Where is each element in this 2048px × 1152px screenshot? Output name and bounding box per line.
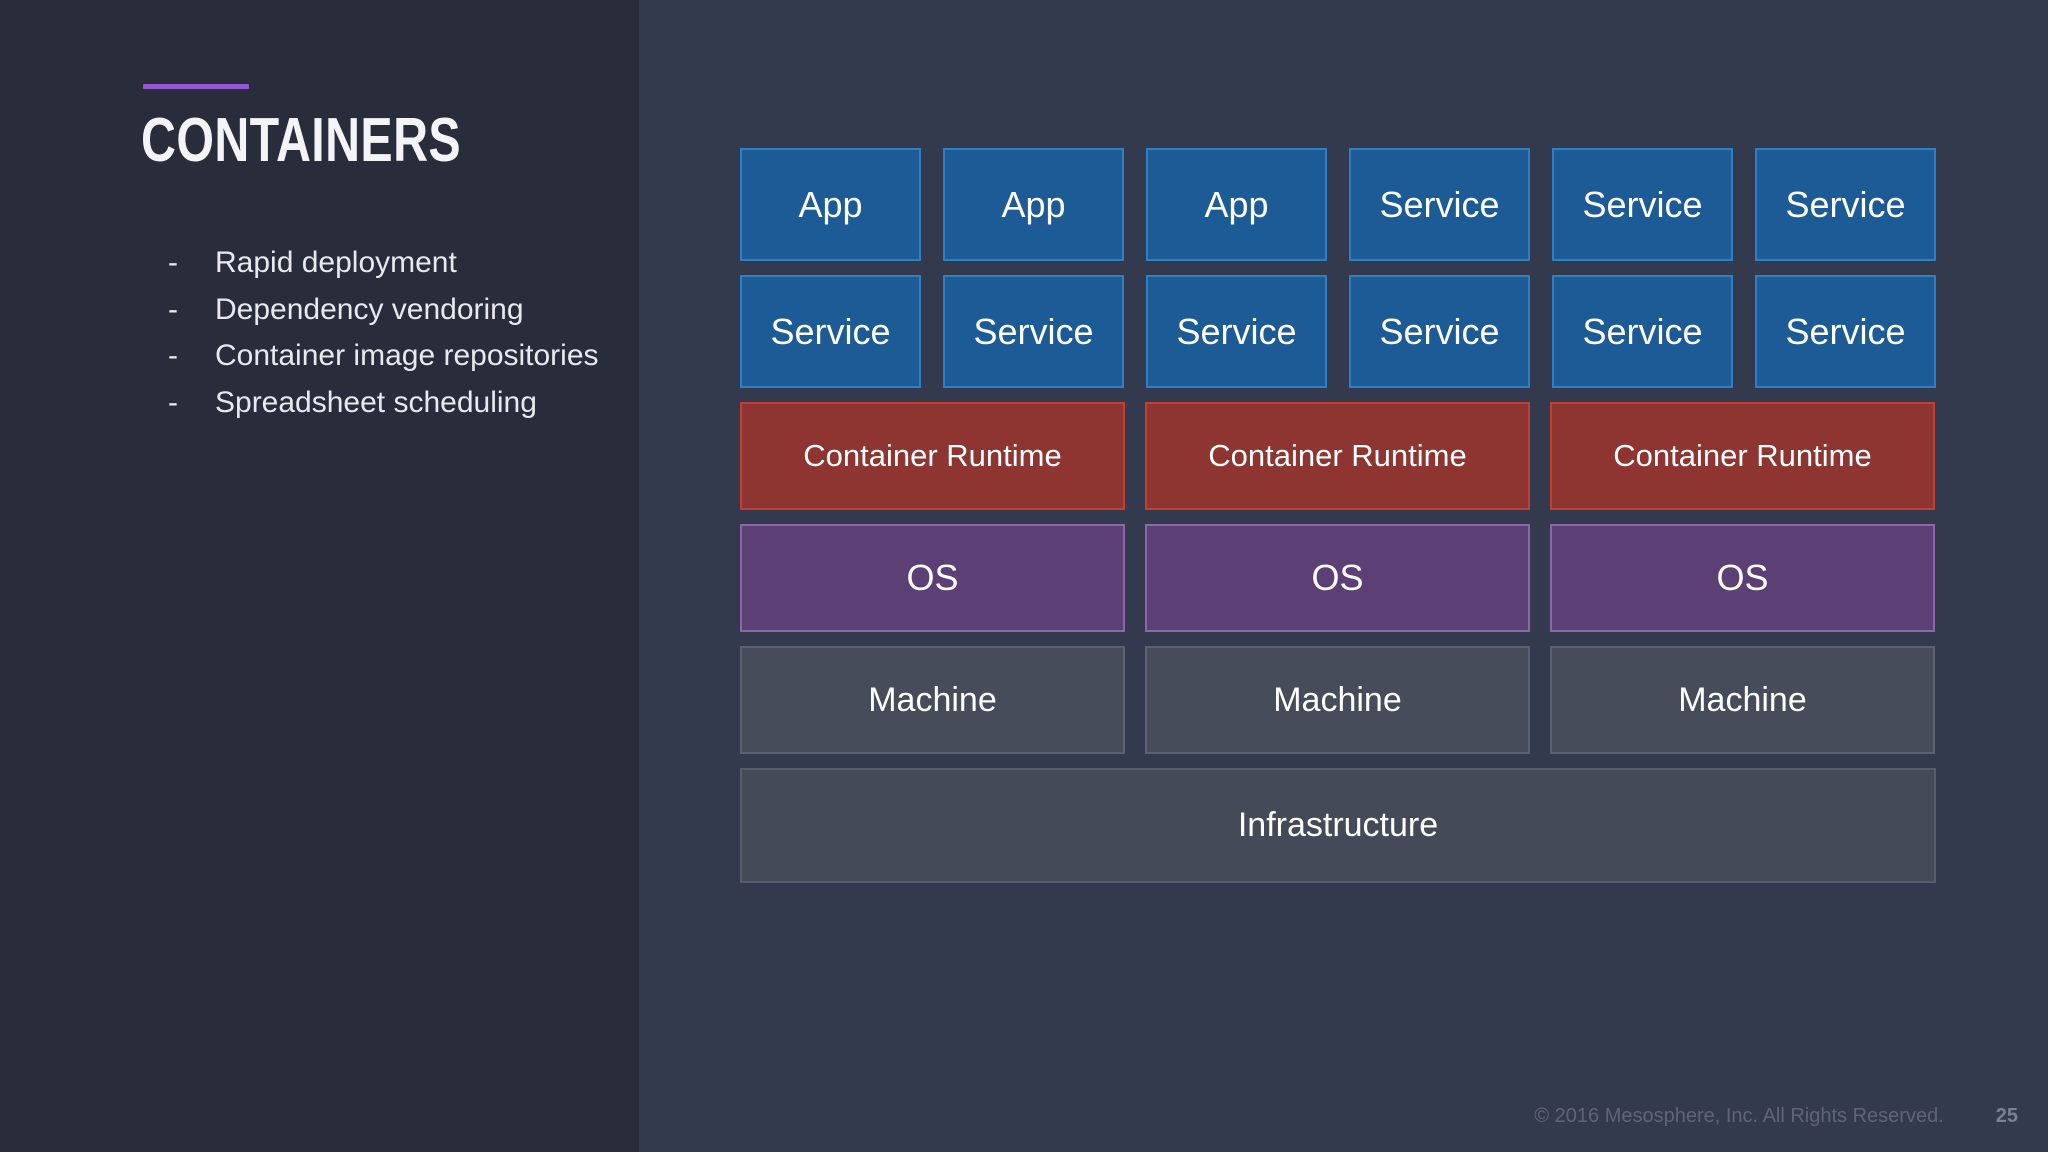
list-item: - Container image repositories <box>168 333 608 380</box>
stack-cell-machine: Machine <box>1550 646 1935 754</box>
stack-cell-service: Service <box>1755 275 1936 388</box>
bullet-text: Container image repositories <box>215 339 599 372</box>
stack-cell-service: Service <box>1146 275 1327 388</box>
infrastructure-row: Infrastructure <box>740 768 1936 883</box>
machine-row: Machine Machine Machine <box>740 646 1936 754</box>
container-runtime-row: Container Runtime Container Runtime Cont… <box>740 402 1936 510</box>
copyright-text: © 2016 Mesosphere, Inc. All Rights Reser… <box>1534 1105 1944 1127</box>
left-panel: CONTAINERS - Rapid deployment - Dependen… <box>0 0 639 1152</box>
page-title: CONTAINERS <box>141 106 462 175</box>
stack-cell-container-runtime: Container Runtime <box>1145 402 1530 510</box>
stack-cell-app: App <box>740 148 921 261</box>
bullet-marker: - <box>168 339 178 372</box>
stack-cell-service: Service <box>1552 275 1733 388</box>
stack-cell-service: Service <box>1552 148 1733 261</box>
list-item: - Rapid deployment <box>168 240 608 287</box>
services-row-2: Service Service Service Service Service … <box>740 275 1936 388</box>
stack-cell-machine: Machine <box>740 646 1125 754</box>
stack-cell-service: Service <box>1755 148 1936 261</box>
list-item: - Spreadsheet scheduling <box>168 380 608 427</box>
bullet-text: Dependency vendoring <box>215 292 524 326</box>
bullet-marker: - <box>168 385 178 419</box>
bullet-text: Rapid deployment <box>215 246 457 279</box>
stack-cell-container-runtime: Container Runtime <box>740 402 1125 510</box>
bullet-text: Spreadsheet scheduling <box>215 385 537 419</box>
bullet-list: - Rapid deployment - Dependency vendorin… <box>168 240 608 426</box>
list-item: - Dependency vendoring <box>168 287 608 334</box>
stack-cell-infrastructure: Infrastructure <box>740 768 1936 883</box>
container-stack-diagram: App App App Service Service Service Serv… <box>740 148 1936 883</box>
stack-cell-os: OS <box>1550 524 1935 632</box>
stack-cell-container-runtime: Container Runtime <box>1550 402 1935 510</box>
stack-cell-os: OS <box>740 524 1125 632</box>
bullet-marker: - <box>168 246 178 279</box>
footer: © 2016 Mesosphere, Inc. All Rights Reser… <box>1534 1105 2018 1128</box>
stack-cell-app: App <box>943 148 1124 261</box>
stack-cell-service: Service <box>943 275 1124 388</box>
bullet-marker: - <box>168 292 178 326</box>
apps-services-row-1: App App App Service Service Service <box>740 148 1936 261</box>
accent-rule <box>143 84 249 89</box>
stack-cell-app: App <box>1146 148 1327 261</box>
diagram-panel: App App App Service Service Service Serv… <box>639 0 2048 1152</box>
slide-number: 25 <box>1995 1105 2018 1127</box>
stack-cell-os: OS <box>1145 524 1530 632</box>
stack-cell-service: Service <box>1349 275 1530 388</box>
stack-cell-service: Service <box>1349 148 1530 261</box>
os-row: OS OS OS <box>740 524 1936 632</box>
stack-cell-service: Service <box>740 275 921 388</box>
stack-cell-machine: Machine <box>1145 646 1530 754</box>
